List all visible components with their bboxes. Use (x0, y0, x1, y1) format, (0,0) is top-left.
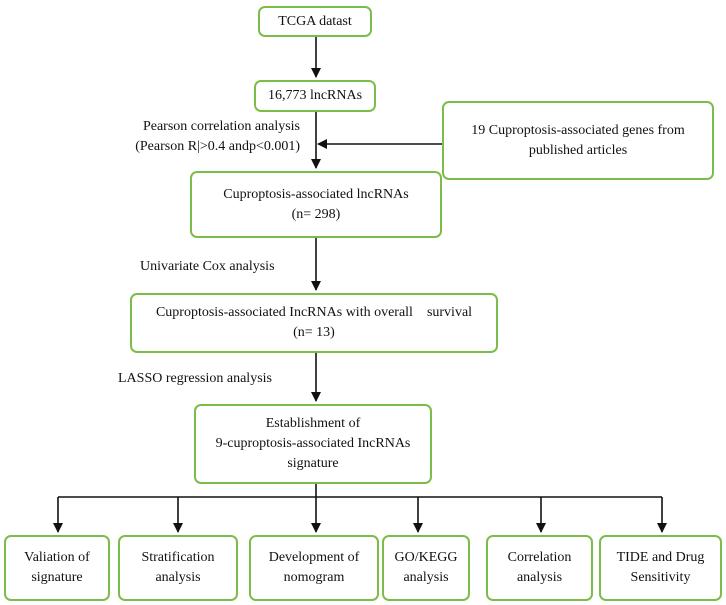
note-univariate: Univariate Cox analysis (140, 257, 275, 277)
output-nomogram-line-1: Development of (268, 550, 360, 565)
box-cuproptosis-lncrnas: Cuproptosis-associated lncRNAs (n= 298) (190, 171, 442, 238)
output-stratification-line-2: analysis (155, 570, 201, 585)
box-lncrnas: 16,773 lncRNAs (254, 80, 376, 112)
output-go-kegg-line-2: analysis (403, 570, 449, 585)
note-lasso: LASSO regression analysis (118, 369, 272, 389)
note-pearson-line-1: Pearson correlation analysis (142, 119, 300, 134)
survival-line-2: (n= 13) (293, 325, 335, 340)
output-stratification-line-1: Stratification (141, 550, 215, 565)
output-tide-line-1: TIDE and Drug (616, 550, 705, 565)
output-validation: Valiation of signature (4, 535, 110, 601)
cuproptosis-line-2: (n= 298) (291, 206, 341, 222)
output-tide-drug: TIDE and Drug Sensitivity (599, 535, 722, 601)
signature-line-1: Establishment of (265, 416, 361, 431)
output-go-kegg-line-1: GO/KEGG (394, 550, 458, 565)
box-tcga-dataset: TCGA datast (258, 6, 372, 37)
cuproptosis-line-1: Cuproptosis-associated lncRNAs (223, 186, 409, 202)
box-lncrnas-label: 16,773 lncRNAs (267, 88, 363, 103)
survival-line-1: Cuproptosis-associated IncRNAs with over… (155, 305, 473, 320)
output-validation-line-1: Valiation of (24, 550, 90, 565)
box-survival-lncrnas: Cuproptosis-associated IncRNAs with over… (130, 293, 498, 353)
note-univariate-label: Univariate Cox analysis (140, 259, 275, 274)
output-nomogram-line-2: nomogram (283, 570, 345, 585)
note-pearson: Pearson correlation analysis (Pearson R|… (135, 117, 300, 157)
output-nomogram: Development of nomogram (249, 535, 379, 601)
output-validation-line-2: signature (31, 570, 83, 585)
output-stratification: Stratification analysis (118, 535, 238, 601)
published-line-1: 19 Cuproptosis-associated genes from (471, 122, 685, 138)
signature-line-2: 9-cuproptosis-associated IncRNAs (215, 436, 411, 451)
published-line-2: published articles (528, 142, 628, 158)
output-correlation: Correlation analysis (486, 535, 593, 601)
output-correlation-line-1: Correlation (507, 550, 572, 565)
note-lasso-label: LASSO regression analysis (118, 371, 272, 386)
output-go-kegg: GO/KEGG analysis (382, 535, 470, 601)
note-pearson-line-2: (Pearson R|>0.4 andp<0.001) (135, 139, 300, 154)
output-tide-line-2: Sensitivity (630, 570, 691, 585)
box-tcga-label: TCGA datast (278, 13, 352, 29)
output-correlation-line-2: analysis (516, 570, 563, 585)
box-signature: Establishment of 9-cuproptosis-associate… (194, 404, 432, 484)
box-published-genes: 19 Cuproptosis-associated genes from pub… (442, 101, 714, 180)
signature-line-3: signature (287, 456, 339, 471)
